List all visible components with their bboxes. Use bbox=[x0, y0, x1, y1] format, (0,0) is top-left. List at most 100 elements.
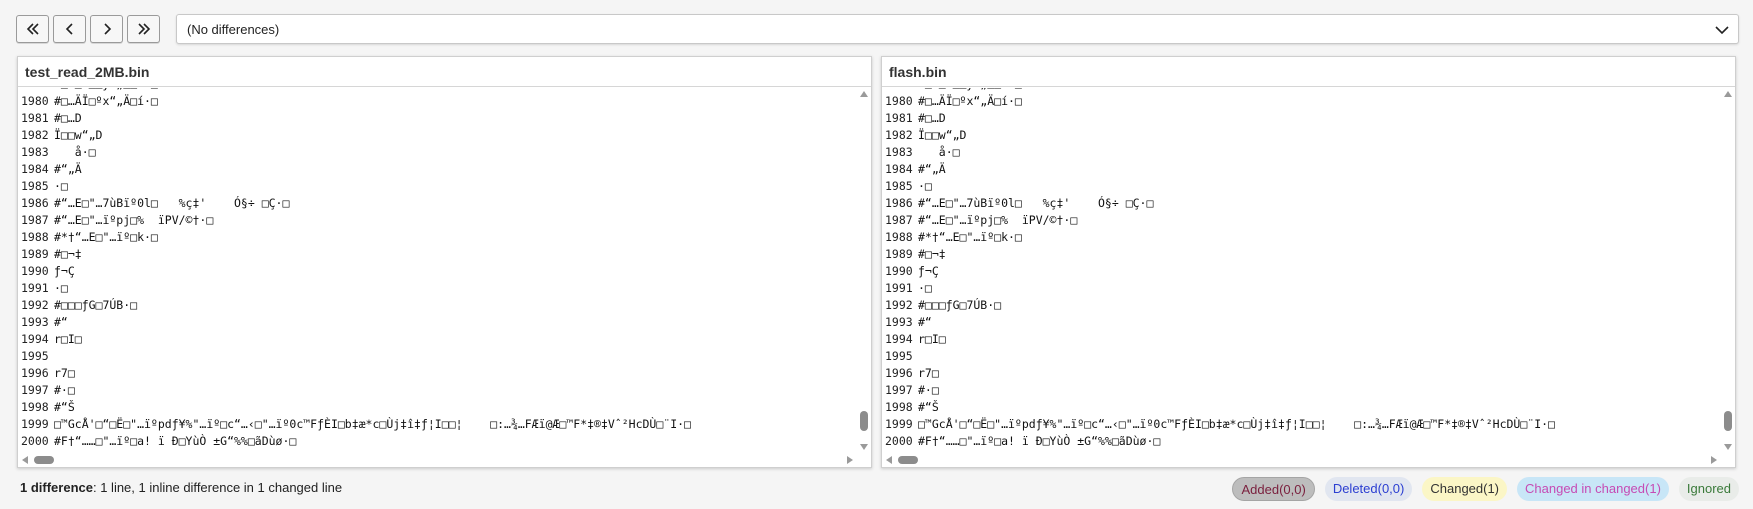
line-number: 1980 bbox=[885, 94, 913, 108]
line-number: 1992 bbox=[21, 298, 49, 312]
line-content: #□m□i□□y „□□ä·□ bbox=[914, 88, 1022, 93]
line-content: □™GcÅ'□“□Ë□"…ïºpdƒ¥%"…ïº□c“…‹□"…ïº0c™FƒÈ… bbox=[918, 417, 1555, 431]
scroll-down-icon[interactable] bbox=[1724, 444, 1732, 450]
text-line: 1984 #“„Ä bbox=[882, 161, 1721, 178]
right-horizontal-scrollbar[interactable] bbox=[882, 453, 1721, 467]
right-horizontal-scroll-thumb[interactable] bbox=[898, 456, 918, 464]
text-line: 1986#“…E□"…7ùBïº0l□ %ç‡' Ó§÷ □Ç·□ bbox=[18, 195, 857, 212]
line-number: 1981 bbox=[21, 111, 49, 125]
text-line: 1985·□ bbox=[18, 178, 857, 195]
right-vertical-scrollbar[interactable] bbox=[1721, 88, 1735, 453]
left-horizontal-scrollbar[interactable] bbox=[18, 453, 857, 467]
right-vertical-scroll-thumb[interactable] bbox=[1724, 411, 1732, 431]
left-pane-content[interactable]: #□m□i□□y „□□ä·□1980#□…ÄÏ□ºx“„Ä□í·□1981#□… bbox=[18, 88, 857, 453]
line-number: 1987 bbox=[21, 213, 49, 227]
line-number: 1994 bbox=[885, 332, 913, 346]
legend-added[interactable]: Added(0,0) bbox=[1232, 477, 1315, 501]
line-content: ƒ¬Ç bbox=[918, 264, 939, 278]
scroll-left-icon[interactable] bbox=[22, 456, 28, 464]
text-line: 1986#“…E□"…7ùBïº0l□ %ç‡' Ó§÷ □Ç·□ bbox=[882, 195, 1721, 212]
line-content: r7□ bbox=[918, 366, 939, 380]
previous-difference-button[interactable] bbox=[53, 15, 86, 43]
line-number: 1984 bbox=[885, 162, 913, 176]
text-line: 1988#*†“…E□"…ïº□k·□ bbox=[18, 229, 857, 246]
text-line: 1981#□…D bbox=[18, 110, 857, 127]
scroll-up-icon[interactable] bbox=[1724, 91, 1732, 97]
line-content: ·□ bbox=[918, 179, 932, 193]
scroll-down-icon[interactable] bbox=[860, 444, 868, 450]
line-number: 1999 bbox=[21, 417, 49, 431]
legend: Added(0,0) Deleted(0,0) Changed(1) Chang… bbox=[1222, 477, 1739, 501]
line-content: #□□□ƒG□7ÚB·□ bbox=[918, 298, 1002, 312]
line-number: 1996 bbox=[885, 366, 913, 380]
text-line: 1980 #□…ÄÏ□ºx“„Ä□í·□ bbox=[882, 93, 1721, 110]
text-line: 1981#□…D bbox=[882, 110, 1721, 127]
text-line: 1996 r7□ bbox=[882, 365, 1721, 382]
line-content: #□…ÄÏ□ºx“„Ä□í·□ bbox=[918, 94, 1022, 108]
legend-deleted[interactable]: Deleted(0,0) bbox=[1324, 477, 1413, 501]
right-lines: #□m□i□□y „□□ä·□1980#□…ÄÏ□ºx“„Ä□í·□1981#□… bbox=[882, 88, 1721, 450]
legend-changed-in-changed[interactable]: Changed in changed(1) bbox=[1517, 477, 1669, 501]
line-content: #“„Ä bbox=[918, 162, 946, 176]
line-content: ƒ¬Ç bbox=[54, 264, 75, 278]
line-content: #·□ bbox=[54, 383, 75, 397]
legend-ignored[interactable]: Ignored bbox=[1678, 477, 1739, 501]
right-pane: flash.bin #□m□i□□y „□□ä·□1980 #□…ÄÏ□ºx“„Ä… bbox=[881, 56, 1736, 468]
line-content bbox=[914, 348, 918, 365]
left-horizontal-scroll-thumb[interactable] bbox=[34, 456, 54, 464]
line-number: 1984 bbox=[21, 162, 49, 176]
left-vertical-scroll-thumb[interactable] bbox=[860, 411, 868, 431]
line-content: #“…E□"…ïºpj□% ïPV/©†·□ bbox=[918, 213, 1078, 227]
text-line: 1993#“ bbox=[18, 314, 857, 331]
text-line: 1989#□¬‡ bbox=[18, 246, 857, 263]
line-content: #*†“…E□"…ïº□k·□ bbox=[54, 230, 158, 244]
line-number: 1996 bbox=[21, 366, 49, 380]
legend-changed[interactable]: Changed(1) bbox=[1422, 477, 1508, 501]
first-difference-button[interactable] bbox=[16, 15, 49, 43]
line-number: 1993 bbox=[21, 315, 49, 329]
scroll-up-icon[interactable] bbox=[860, 91, 868, 97]
line-content: #“„Ä bbox=[54, 162, 82, 176]
difference-select[interactable]: (No differences) bbox=[176, 14, 1739, 44]
diff-summary-detail: : 1 line, 1 inline difference in 1 chang… bbox=[92, 480, 343, 495]
scroll-right-icon[interactable] bbox=[1711, 456, 1717, 464]
line-number: 1998 bbox=[21, 400, 49, 414]
line-content: #□…ÄÏ□ºx“„Ä□í·□ bbox=[54, 94, 158, 108]
text-line: 1995 bbox=[882, 348, 1721, 365]
text-line: 1983 å·□ bbox=[18, 144, 857, 161]
text-line: 2000#F†“……□"…ïº□a! ï Ð□YùÒ ±G“%%□ãDùø·□ bbox=[18, 433, 857, 450]
toolbar: (No differences) bbox=[16, 14, 1739, 44]
line-content: #□¬‡ bbox=[918, 247, 946, 261]
last-difference-button[interactable] bbox=[127, 15, 160, 43]
line-number: 1981 bbox=[885, 111, 913, 125]
line-content: r□I□ bbox=[918, 332, 946, 346]
scroll-right-icon[interactable] bbox=[847, 456, 853, 464]
line-number: 1991 bbox=[21, 281, 49, 295]
scroll-left-icon[interactable] bbox=[886, 456, 892, 464]
line-content: Ï□□w“„D bbox=[918, 128, 967, 142]
text-line: 1998#“Š bbox=[882, 399, 1721, 416]
line-number: 1998 bbox=[885, 400, 913, 414]
line-number: 1986 bbox=[21, 196, 49, 210]
line-number: 1985 bbox=[21, 179, 49, 193]
text-line: 1987#“…E□"…ïºpj□% ïPV/©†·□ bbox=[18, 212, 857, 229]
next-difference-button[interactable] bbox=[90, 15, 123, 43]
right-pane-filename: flash.bin bbox=[882, 57, 1735, 87]
text-line: 1992#□□□ƒG□7ÚB·□ bbox=[882, 297, 1721, 314]
line-number: 1997 bbox=[21, 383, 49, 397]
text-line: 1987#“…E□"…ïºpj□% ïPV/©†·□ bbox=[882, 212, 1721, 229]
line-content: #□m□i□□y „□□ä·□ bbox=[50, 88, 158, 93]
right-pane-content[interactable]: #□m□i□□y „□□ä·□1980#□…ÄÏ□ºx“„Ä□í·□1981#□… bbox=[882, 88, 1721, 453]
line-number: 1982 bbox=[21, 128, 49, 142]
double-chevron-left-icon bbox=[26, 23, 39, 35]
line-content: r7□ bbox=[54, 366, 75, 380]
line-number: 1995 bbox=[885, 349, 913, 363]
line-number: 1986 bbox=[885, 196, 913, 210]
left-vertical-scrollbar[interactable] bbox=[857, 88, 871, 453]
line-content: #□□□ƒG□7ÚB·□ bbox=[54, 298, 138, 312]
text-line: 2000#F†“……□"…ïº□a! ï Ð□YùÒ ±G“%%□ãDùø·□ bbox=[882, 433, 1721, 450]
